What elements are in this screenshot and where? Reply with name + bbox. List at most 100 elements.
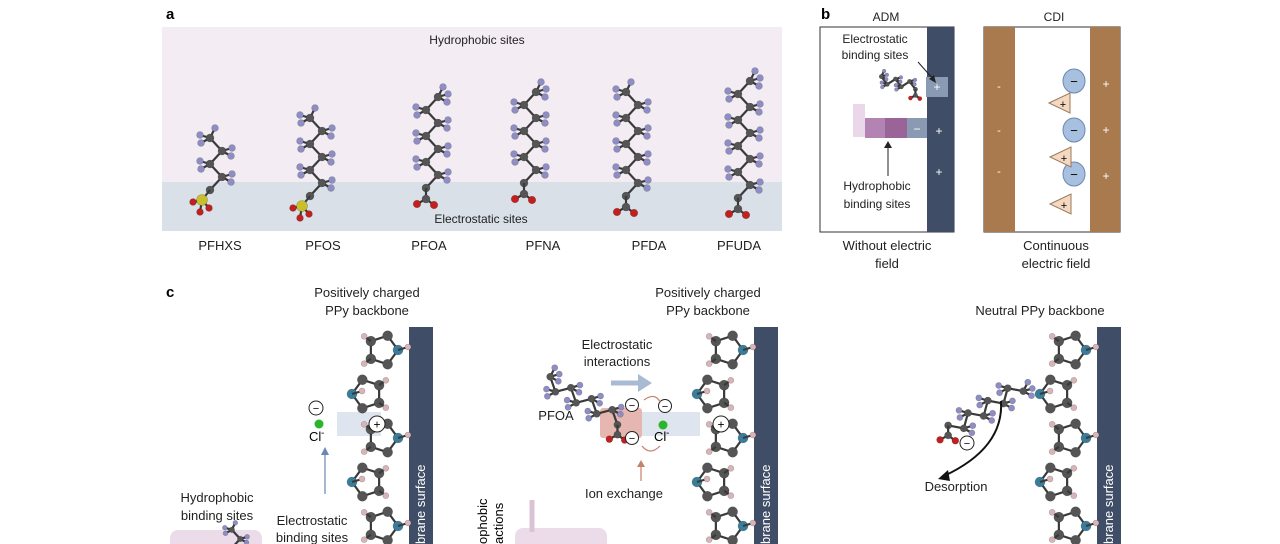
fluorine-atom bbox=[327, 184, 335, 192]
cdi-pos-2: + bbox=[1102, 123, 1109, 137]
fluorine-atom bbox=[975, 394, 983, 402]
fluorine-atom bbox=[894, 87, 899, 92]
fluorine-atom bbox=[1008, 404, 1015, 412]
fluorine-atom bbox=[612, 111, 620, 119]
carbon-atom bbox=[382, 446, 393, 458]
fluorine-atom bbox=[222, 530, 229, 536]
carbon-atom bbox=[421, 194, 431, 204]
minus-sign: − bbox=[629, 400, 635, 412]
carbon-atom bbox=[727, 534, 738, 544]
fluorine-atom bbox=[327, 132, 335, 140]
fluorine-atom bbox=[537, 78, 545, 86]
hydrogen-atom bbox=[749, 431, 757, 439]
carbon-atom bbox=[237, 535, 244, 543]
left-positive-charge: + bbox=[368, 415, 386, 433]
fluorine-atom bbox=[584, 407, 592, 415]
fluorine-atom bbox=[232, 520, 238, 526]
hydrogen-atom bbox=[1092, 519, 1100, 527]
carbon-atom bbox=[621, 165, 631, 175]
carbon-atom bbox=[727, 506, 738, 518]
hydrophobic-patch-middle bbox=[515, 528, 607, 544]
right-carboxylate-charge: − bbox=[959, 435, 975, 451]
fluorine-atom bbox=[756, 100, 764, 108]
oxygen-atom bbox=[741, 210, 751, 220]
fluorine-atom bbox=[443, 98, 451, 106]
fluorine-atom bbox=[510, 124, 518, 132]
hydrogen-atom bbox=[703, 387, 711, 395]
fluorine-atom bbox=[612, 137, 620, 145]
carbon-atom bbox=[433, 170, 443, 180]
oxygen-atom bbox=[724, 209, 734, 219]
fluorine-atom bbox=[554, 377, 562, 385]
oxygen-atom bbox=[527, 195, 537, 205]
carbon-atom bbox=[983, 396, 992, 405]
fluorine-atom bbox=[724, 87, 732, 95]
fluorine-atom bbox=[627, 78, 635, 86]
hydrogen-atom bbox=[1046, 387, 1054, 395]
middle-hydrophobic-partial-1: ophobic bbox=[475, 498, 490, 544]
fluorine-atom bbox=[976, 401, 984, 409]
fluorine-atom bbox=[511, 132, 519, 140]
fluorine-atom bbox=[955, 406, 963, 414]
adm-caption-2: field bbox=[875, 256, 899, 271]
fluorine-atom bbox=[444, 90, 452, 98]
hydrogen-atom bbox=[382, 465, 390, 472]
carbon-atom bbox=[727, 330, 738, 342]
fluorine-atom bbox=[613, 119, 621, 127]
cdi-anion-1: − bbox=[1062, 68, 1086, 94]
carbon-atom bbox=[1045, 490, 1056, 502]
pfoa-label: PFOA bbox=[538, 408, 574, 423]
carbon-atom bbox=[421, 105, 431, 115]
electrostatic-interactions-label-1: Electrostatic bbox=[582, 337, 653, 352]
membrane-label-right: brane surface bbox=[1101, 465, 1116, 544]
hydrogen-atom bbox=[1046, 475, 1054, 483]
carbon-atom bbox=[357, 374, 368, 386]
carbon-atom bbox=[433, 144, 443, 154]
oxygen-atom bbox=[205, 204, 213, 212]
hydrogen-atom bbox=[727, 492, 735, 499]
fluorine-atom bbox=[644, 98, 652, 106]
membrane-label-middle: brane surface bbox=[758, 465, 773, 544]
carbon-atom bbox=[205, 159, 215, 169]
fluorine-atom bbox=[443, 124, 451, 132]
membrane-label-left: brane surface bbox=[413, 465, 428, 544]
fluorine-atom bbox=[612, 163, 620, 171]
chloride-label: Cl bbox=[309, 429, 321, 444]
fluorine-atom bbox=[222, 525, 228, 531]
cdi-caption-1: Continuous bbox=[1023, 238, 1089, 253]
fluorine-atom bbox=[511, 106, 519, 114]
middle-hydrophobic-partial-2: actions bbox=[491, 502, 506, 544]
fluorine-atom bbox=[541, 119, 549, 127]
fluorine-atom bbox=[328, 176, 336, 184]
hydrogen-atom bbox=[749, 519, 757, 527]
hydrogen-atom bbox=[1048, 448, 1056, 455]
fluorine-atom bbox=[725, 95, 733, 103]
carbon-atom bbox=[317, 126, 327, 136]
fluorine-atom bbox=[616, 410, 624, 418]
fluorine-atom bbox=[227, 152, 235, 160]
adm-caption-1: Without electric bbox=[843, 238, 932, 253]
carbon-atom bbox=[733, 204, 743, 214]
fluorine-atom bbox=[444, 142, 452, 150]
middle-chloride-label: Cl bbox=[654, 429, 666, 444]
oxygen-atom bbox=[951, 437, 960, 445]
molecule-label-pfna: PFNA bbox=[526, 238, 561, 253]
fluorine-atom bbox=[880, 84, 885, 90]
hydrogen-atom bbox=[404, 431, 412, 439]
fluorine-atom bbox=[755, 82, 763, 90]
desorption-arrow bbox=[943, 400, 1003, 477]
cdi-negative-electrode bbox=[984, 27, 1015, 232]
fluorine-atom bbox=[543, 385, 550, 393]
fluorine-atom bbox=[575, 388, 583, 396]
hydrogen-atom bbox=[360, 536, 368, 543]
fluorine-atom bbox=[542, 85, 550, 93]
fluorine-atom bbox=[197, 139, 205, 147]
carbon-atom bbox=[727, 358, 738, 370]
anion-sign: − bbox=[1070, 167, 1078, 182]
cdi-anion-3: − bbox=[1062, 161, 1086, 187]
carbon-atom bbox=[1045, 402, 1056, 414]
minus-sign: − bbox=[662, 401, 668, 413]
fluorine-atom bbox=[996, 389, 1003, 397]
carbon-atom bbox=[519, 152, 529, 162]
carbon-atom bbox=[892, 76, 898, 82]
